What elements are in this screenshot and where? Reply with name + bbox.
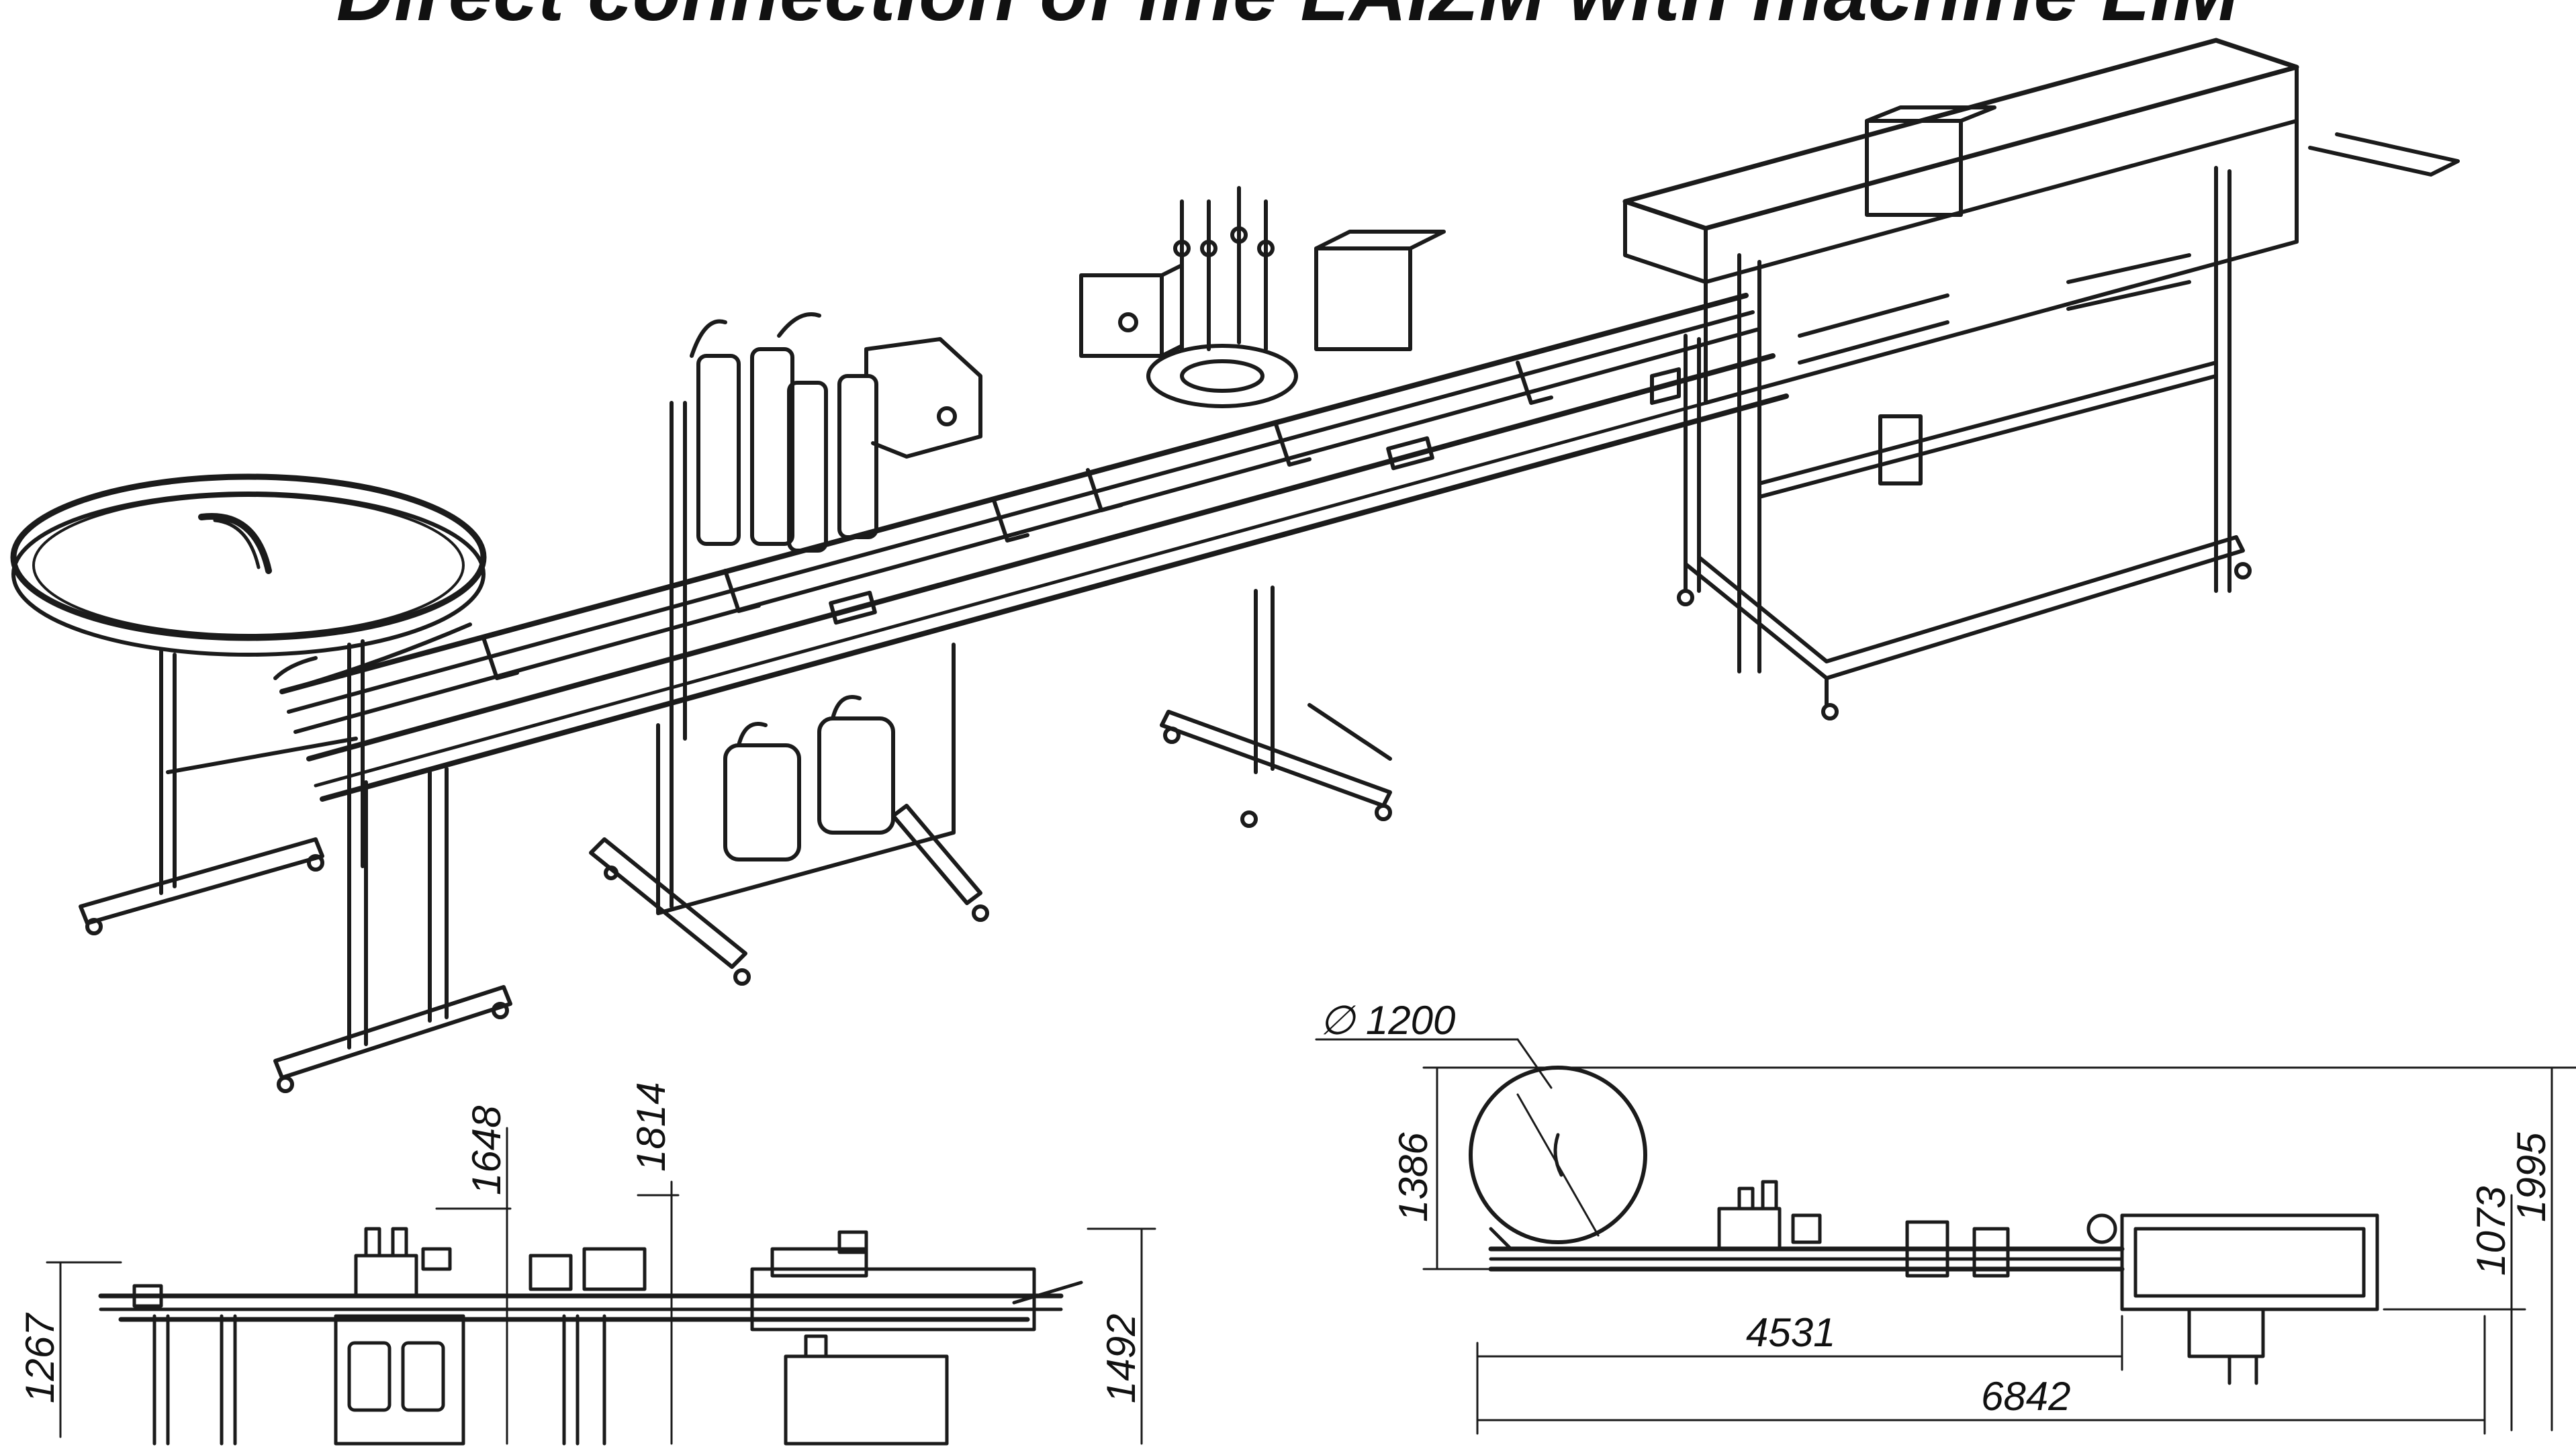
dim-1995: 1995 (2509, 1132, 2554, 1222)
side-view: 1648 1814 1267 1492 (17, 1082, 1156, 1446)
dim-1648: 1648 (464, 1105, 509, 1195)
diagram-title: Direct connection of line LAIZM with mac… (0, 0, 2576, 39)
dim-1814: 1814 (629, 1082, 674, 1172)
dim-1386: 1386 (1391, 1132, 1436, 1222)
dim-diameter-1200: ∅ 1200 (1320, 998, 1455, 1043)
lim-machine (1622, 38, 2460, 720)
top-view: ∅ 1200 1386 4531 6842 1073 1995 (1315, 998, 2576, 1435)
rotary-table (10, 473, 487, 935)
dim-6842: 6842 (1981, 1374, 2070, 1419)
conveyor-support-1 (273, 767, 512, 1093)
dim-1492: 1492 (1099, 1314, 1144, 1403)
dim-1073: 1073 (2469, 1186, 2514, 1276)
dosing-station (1079, 186, 1446, 828)
main-conveyor (273, 293, 1789, 802)
filling-station (589, 312, 989, 986)
dim-1267: 1267 (17, 1312, 62, 1403)
isometric-view (10, 38, 2460, 1093)
dim-4531: 4531 (1746, 1310, 1835, 1355)
